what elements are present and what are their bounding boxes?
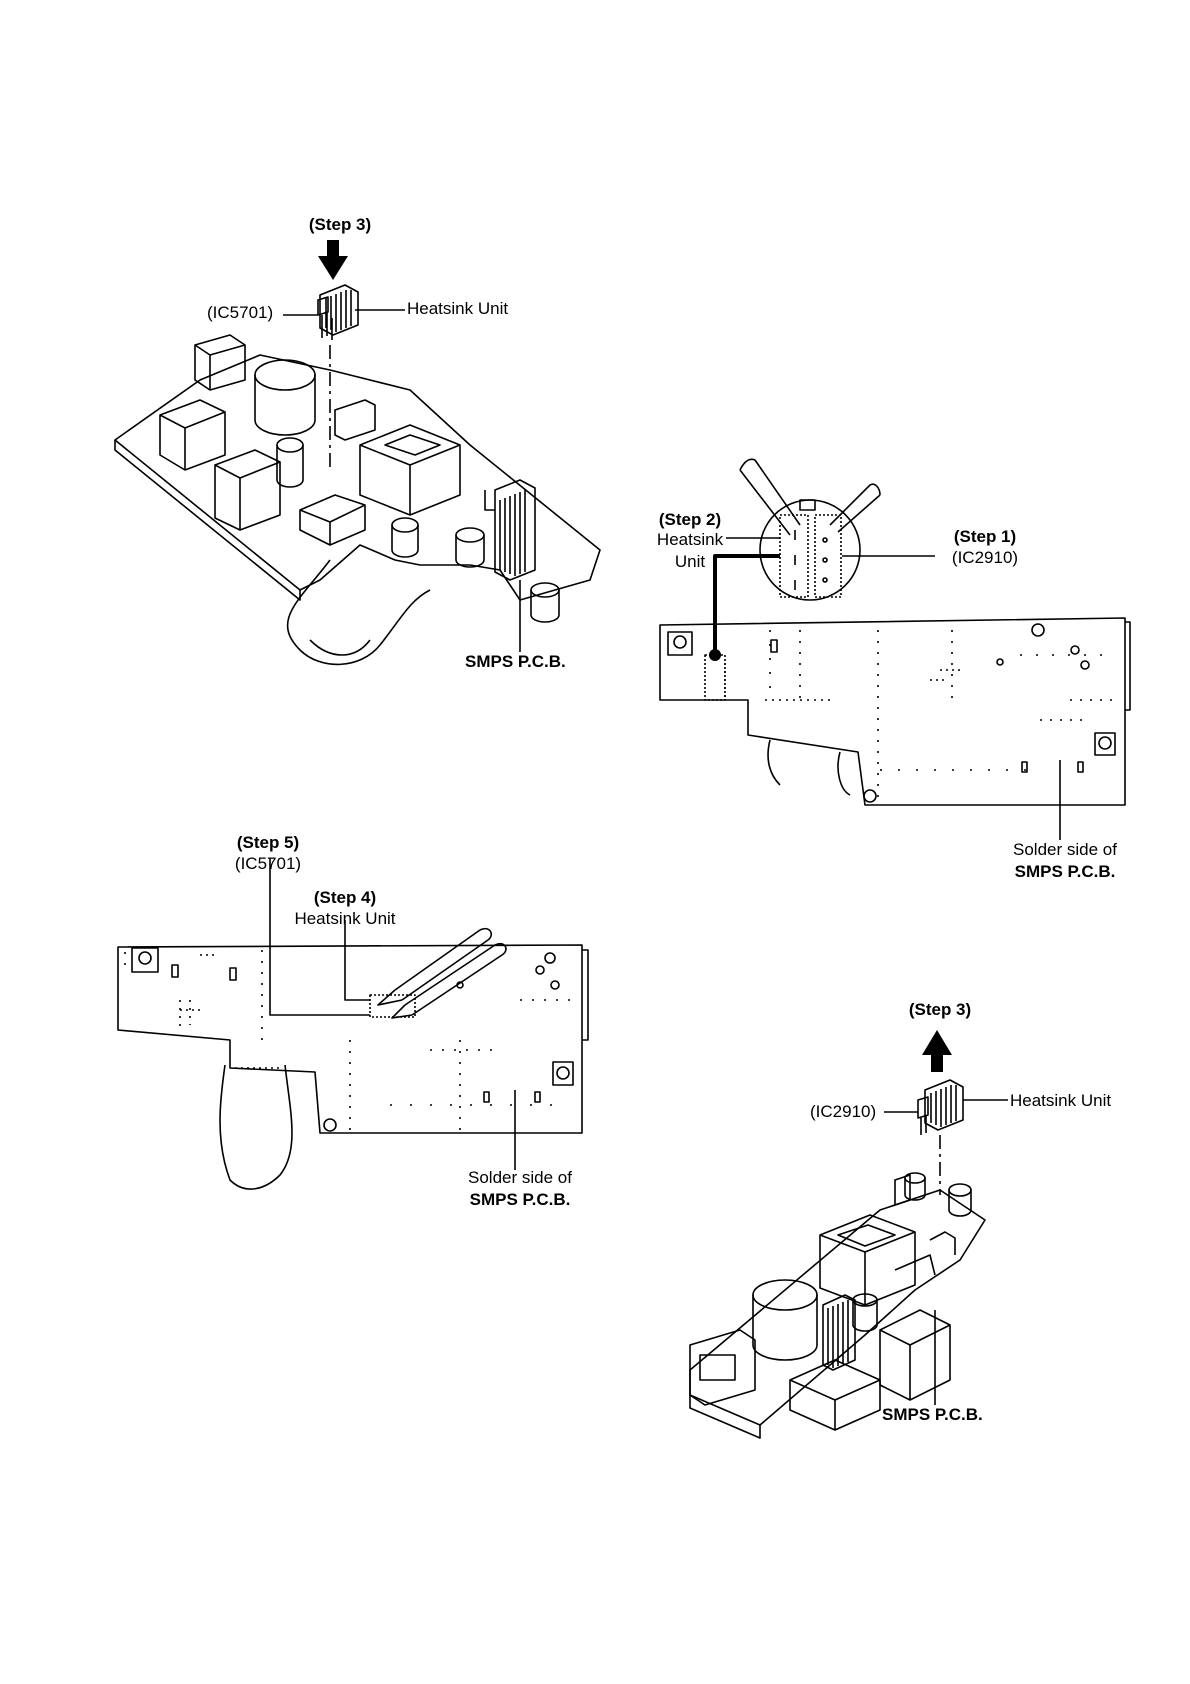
fig1-ic5701-label: (IC5701) [207,303,273,323]
fig3-heatsink-label: Heatsink Unit [285,909,405,929]
fig4-step3-label: (Step 3) [900,1000,980,1020]
fig1-step3-label: (Step 3) [300,215,380,235]
fig3-step5-label: (Step 5) [228,833,308,853]
fig3-solder-line2: SMPS P.C.B. [455,1190,585,1210]
fig4-ic2910-label: (IC2910) [810,1102,876,1122]
fig2-step2-label: (Step 2) [650,510,730,530]
fig1-pcb-label: SMPS P.C.B. [465,652,566,672]
fig3-ic5701-label: (IC5701) [228,854,308,874]
fig2-pcb-drawing [660,459,1130,805]
fig2-step1-label: (Step 1) [940,527,1030,547]
fig4-heatsink-label: Heatsink Unit [1010,1091,1111,1111]
fig1-heatsink-label: Heatsink Unit [407,299,508,319]
fig3-solder-line1: Solder side of [455,1168,585,1188]
fig3-step4-label: (Step 4) [300,888,390,908]
fig1-pcb-drawing [115,285,600,664]
fig3-pcb-drawing [118,929,588,1189]
fig4-pcb-drawing [690,1080,985,1438]
fig2-heatsink-line2: Unit [650,552,730,572]
fig2-ic2910-label: (IC2910) [940,548,1030,568]
fig4-pcb-label: SMPS P.C.B. [882,1405,983,1425]
fig2-heatsink-line1: Heatsink [650,530,730,550]
fig2-solder-line2: SMPS P.C.B. [1000,862,1130,882]
fig2-solder-line1: Solder side of [1000,840,1130,860]
